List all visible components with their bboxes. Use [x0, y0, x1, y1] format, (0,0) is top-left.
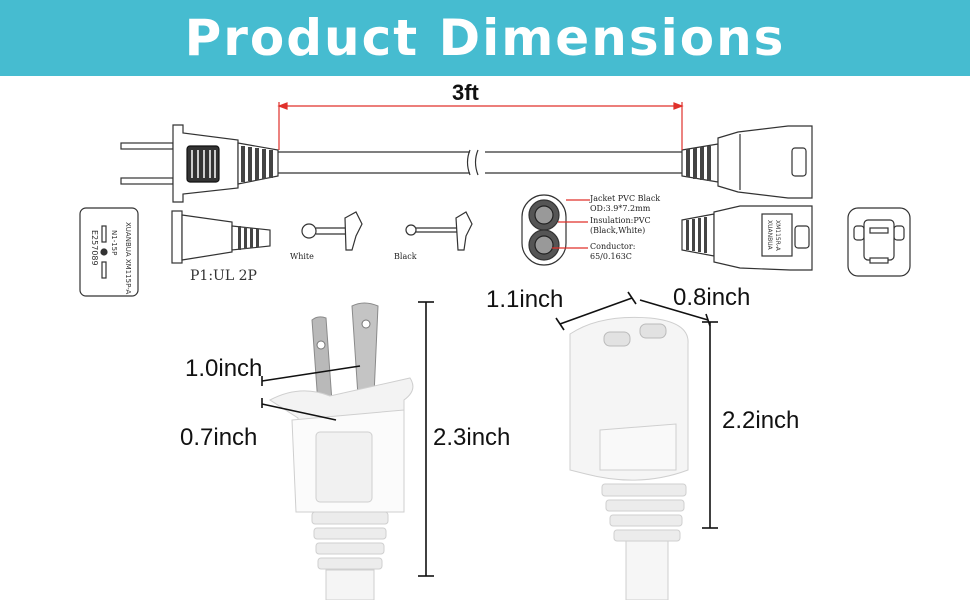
cord-schematic — [120, 124, 813, 203]
plug-face-drawing — [79, 207, 139, 297]
cable-conductor-label: Conductor: — [590, 242, 636, 251]
cord-length-label: 3ft — [452, 80, 479, 105]
svg-text:N1-15P: N1-15P — [110, 230, 118, 255]
page-title: Product Dimensions — [184, 9, 786, 67]
plug-photo — [269, 302, 414, 600]
plug-type-label: P1:UL 2P — [190, 268, 257, 284]
terminal-white-drawing — [301, 211, 363, 251]
cable-jacket-spec: Jacket PVC Black — [590, 194, 661, 203]
black-wire-label: Black — [394, 252, 417, 261]
connector-face-drawing — [847, 207, 911, 277]
connector-depth-dimension: 0.8inch — [673, 284, 751, 311]
connector-width-dimension: 1.1inch — [486, 286, 564, 313]
connector-photo — [569, 316, 689, 600]
plug-thickness-dimension: 0.7inch — [180, 424, 258, 451]
cable-conductor-spec: 65/0.163C — [590, 252, 632, 261]
plug-side-drawing — [171, 210, 271, 264]
length-dimension-line — [277, 102, 684, 150]
cable-od-spec: OD:3.9*7.2mm — [590, 204, 651, 213]
connector-height-dimension: 2.2inch — [722, 407, 800, 434]
terminal-black-drawing — [405, 211, 473, 251]
cable-insulation-spec: Insulation:PVC — [590, 216, 651, 225]
cable-insulation-colors: (Black,White) — [590, 226, 646, 235]
plug-dimension-lines — [261, 301, 434, 577]
svg-text:XUANBUA: XUANBUA — [766, 220, 773, 251]
header-banner — [0, 0, 970, 76]
connector-side-drawing — [681, 205, 813, 271]
svg-text:XM115R-A: XM115R-A — [774, 220, 781, 252]
connector-dimension-lines — [555, 291, 718, 529]
prong-spacing-dimension: 1.0inch — [185, 355, 263, 382]
white-wire-label: White — [290, 252, 314, 261]
plug-height-dimension: 2.3inch — [433, 424, 511, 451]
cable-cross-section — [521, 194, 590, 266]
svg-text:XUANBUA XM115P-A: XUANBUA XM115P-A — [124, 222, 132, 295]
svg-text:E257089: E257089 — [90, 230, 99, 266]
